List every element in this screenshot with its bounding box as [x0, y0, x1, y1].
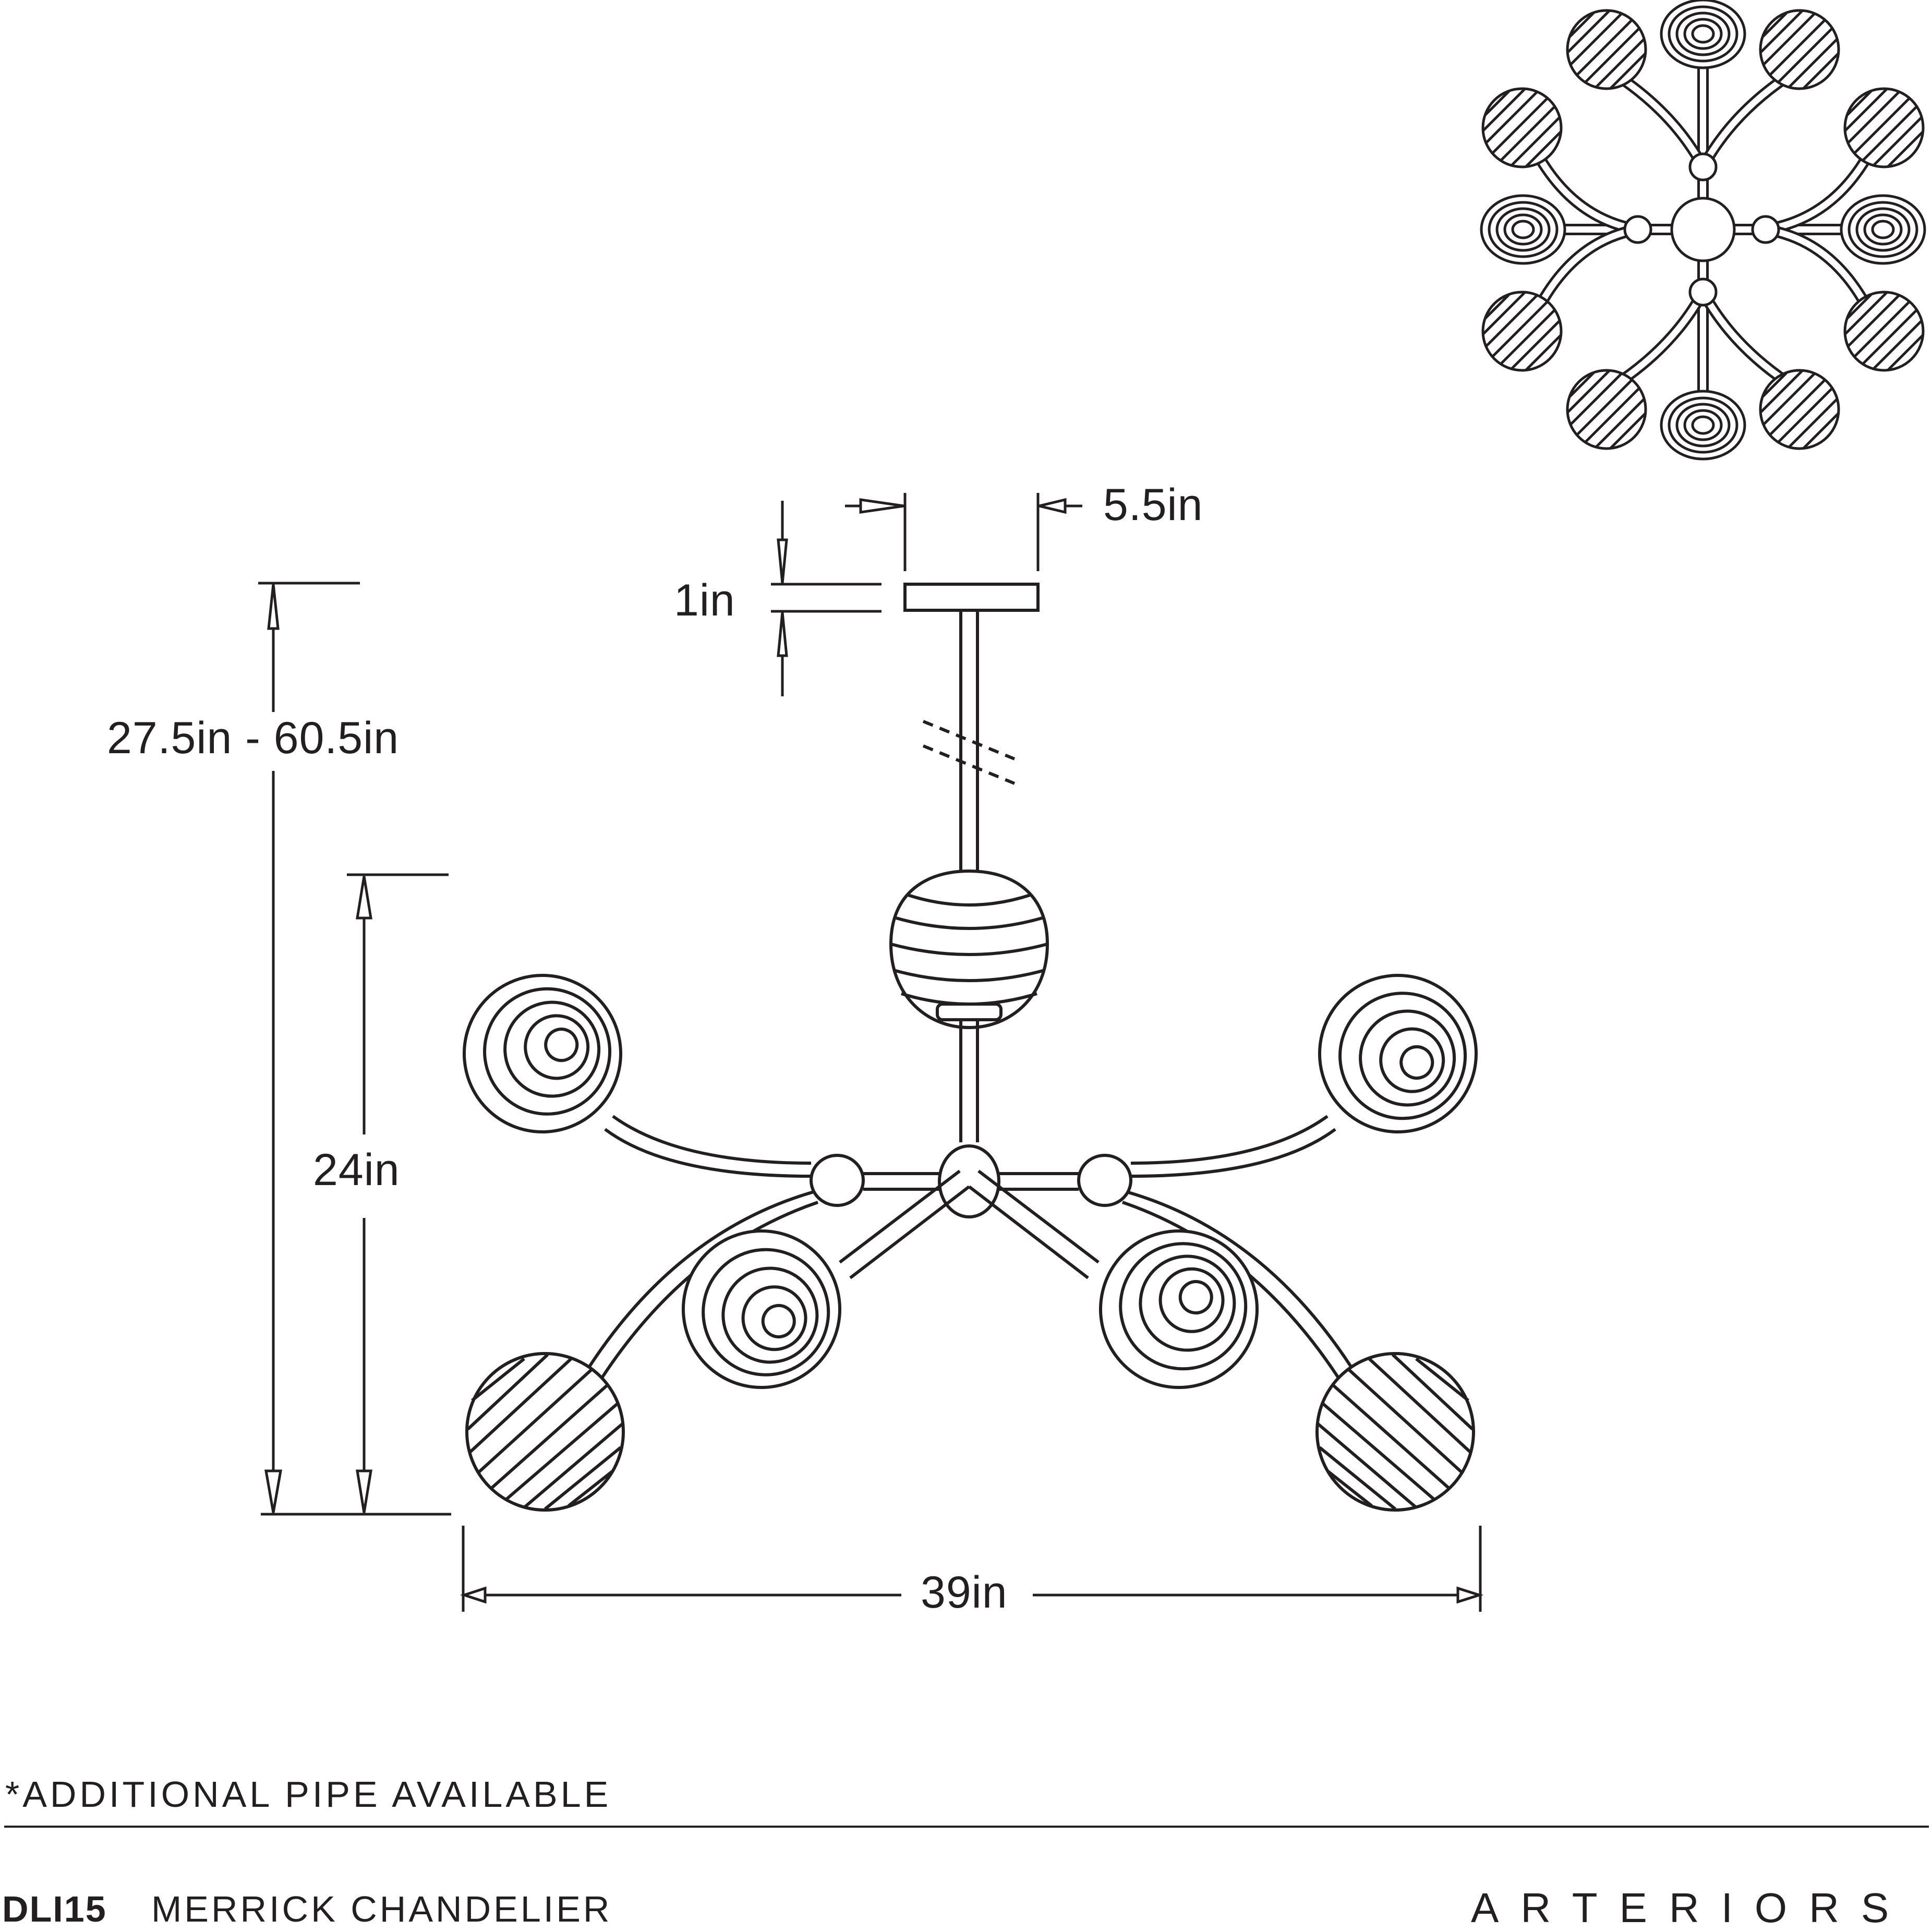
canopy-width-label: 5.5in — [1103, 480, 1203, 530]
plan-view — [1481, 0, 1925, 459]
brand-logo: ARTERIORS — [1471, 1885, 1911, 1931]
product-name: MERRICK CHANDELIER — [151, 1889, 612, 1929]
front-elevation — [439, 583, 1502, 1510]
canopy-height-label: 1in — [674, 575, 735, 625]
fixture-width-label: 39in — [921, 1567, 1008, 1617]
footer-divider — [4, 1826, 1929, 1828]
additional-pipe-note: *ADDITIONAL PIPE AVAILABLE — [5, 1774, 612, 1815]
fixture-height-label: 24in — [313, 1145, 400, 1195]
product-code: DLI15 — [2, 1889, 107, 1929]
dimension-lines — [258, 493, 1484, 1612]
overall-height-label: 27.5in - 60.5in — [107, 713, 400, 763]
